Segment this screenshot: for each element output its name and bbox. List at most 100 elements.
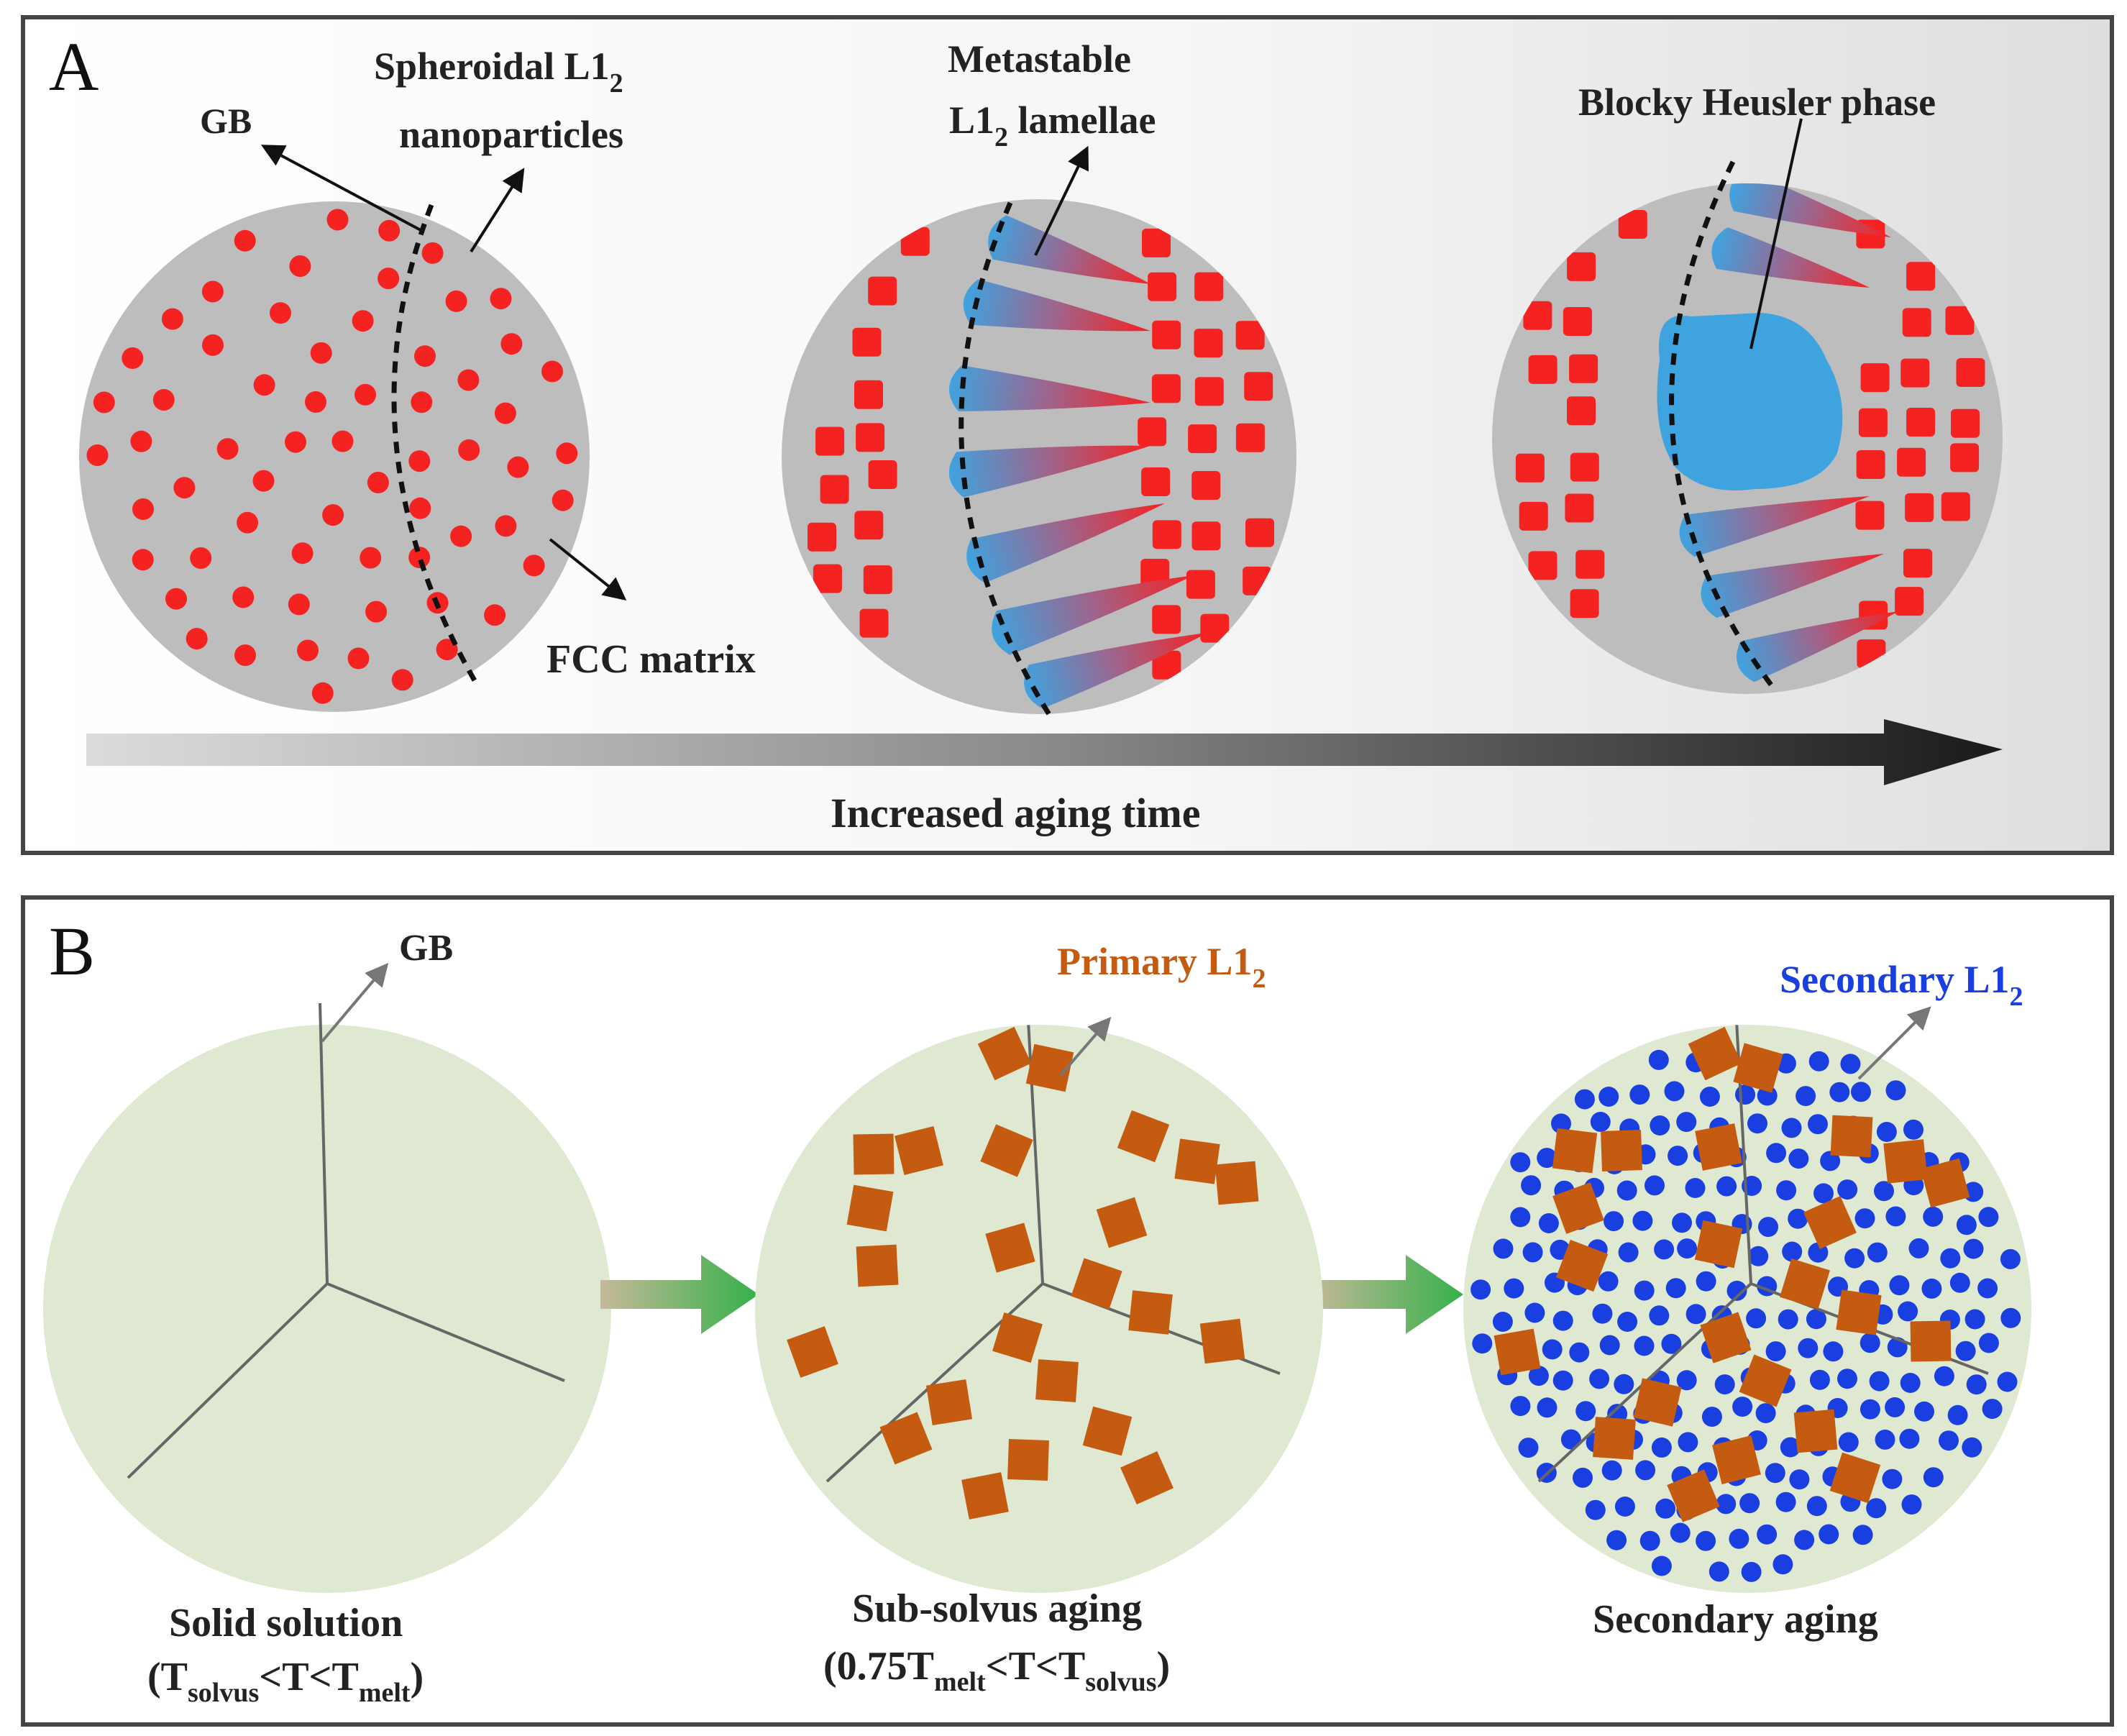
secondary-l12-particle [1903, 1119, 1924, 1140]
l12-cuboid [1194, 329, 1223, 358]
secondary-l12-particle [1651, 1437, 1672, 1458]
spheroidal-particle [552, 489, 574, 511]
secondary-l12-particle [1651, 1555, 1672, 1576]
spheroidal-particle [378, 219, 401, 242]
primary-l12-cuboid [1117, 1110, 1170, 1163]
stage2-title: Sub-solvus aging [852, 1586, 1142, 1631]
gb-label-a: GB [200, 101, 252, 141]
secondary-l12-particle [1492, 1312, 1513, 1332]
spheroidal-particle [507, 456, 529, 478]
grain-secondary-aging: Secondary L12 [1463, 958, 2031, 1593]
secondary-l12-particle [1964, 1309, 1985, 1330]
secondary-l12-particle [1923, 1467, 1944, 1488]
secondary-l12-particle [1796, 1086, 1816, 1107]
spheroidal-particle [253, 374, 275, 396]
primary-l12-cuboid [1695, 1123, 1742, 1171]
l12-cuboid [852, 327, 882, 357]
secondary-l12-particle [1773, 1554, 1793, 1575]
secondary-l12-particle [1589, 1369, 1610, 1389]
spheroidal-particle [132, 498, 154, 520]
l12-cuboid [868, 276, 897, 306]
secondary-l12-particle [1949, 1272, 1970, 1293]
secondary-l12-particle [1590, 1112, 1611, 1132]
secondary-l12-particle [1655, 1498, 1676, 1519]
l12-cuboid [1245, 518, 1274, 547]
primary-l12-cuboid [1688, 1026, 1742, 1081]
spheroidal-particle [202, 334, 224, 356]
primary-l12-cuboid [1829, 1452, 1881, 1504]
primary-l12-cuboid [1025, 1043, 1074, 1092]
secondary-leader-line [1857, 1006, 1931, 1080]
spheroidal-particle [288, 593, 310, 616]
spheroidal-particle [495, 515, 517, 537]
primary-l12-cuboid [895, 1126, 943, 1175]
secondary-l12-particle [1765, 1341, 1786, 1362]
heusler-leader-line [1749, 118, 1803, 350]
secondary-l12-particle [2000, 1248, 2021, 1269]
secondary-l12-particle [1560, 1429, 1581, 1450]
secondary-l12-particle [1808, 1051, 1829, 1072]
spheroidal-particle [408, 450, 431, 472]
l12-cuboid [1858, 408, 1888, 437]
primary-l12-cuboid [1803, 1196, 1857, 1249]
l12-cuboid [1945, 306, 1975, 335]
spheroidal-particle [354, 383, 376, 406]
secondary-l12-particle [1788, 1208, 1808, 1229]
secondary-l12-particle [1840, 1054, 1861, 1074]
process-arrow-1 [600, 1255, 759, 1334]
secondary-l12-particle [1966, 1374, 1987, 1395]
primary-l12-cuboid [961, 1472, 1009, 1520]
secondary-l12-particle [1947, 1404, 1968, 1425]
spheroidal-particle [500, 333, 523, 355]
primary-l12-particles [1494, 1026, 1970, 1522]
l12-cuboid [1523, 301, 1552, 330]
l12-cuboid [1141, 467, 1171, 496]
metastable-l12-lamellae [948, 215, 1208, 709]
spheroidal-particle [421, 242, 444, 264]
secondary-l12-particle [1709, 1561, 1729, 1582]
primary-l12-cuboid [1601, 1130, 1642, 1171]
gb-leader-line [260, 145, 421, 232]
secondary-l12-particle [1854, 1208, 1875, 1229]
secondary-l12-particle [1528, 1366, 1549, 1386]
secondary-l12-particle [1747, 1113, 1767, 1134]
secondary-l12-particle [1778, 1309, 1798, 1330]
spheroidal-particle [378, 268, 400, 290]
spheroidal-particle [347, 647, 370, 670]
primary-l12-cuboid [1712, 1435, 1761, 1484]
secondary-l12-particle [1838, 1432, 1859, 1453]
l12-cuboid [863, 565, 892, 595]
l12-cuboid [1194, 377, 1224, 406]
gb-label-b: GB [399, 928, 453, 969]
spheroidal-particle [122, 347, 144, 369]
secondary-l12-label: Secondary L12 [1780, 958, 2023, 1012]
spheroidal-particle [322, 504, 344, 526]
secondary-l12-particle [1472, 1333, 1493, 1354]
spheroidal-particle [352, 310, 374, 332]
secondary-l12-particle [1618, 1242, 1639, 1263]
secondary-l12-particle [1732, 1397, 1753, 1417]
l12-cuboid [1152, 650, 1181, 680]
grain-solid-solution: GB [43, 928, 611, 1593]
secondary-l12-particle [1685, 1178, 1706, 1198]
process-arrow-2 [1309, 1255, 1463, 1334]
l12-cuboid [1194, 272, 1224, 301]
secondary-l12-particle [1882, 1468, 1903, 1489]
secondary-l12-particle [1940, 1248, 1961, 1269]
l12-cuboid [1906, 262, 1936, 291]
l12-cuboid [1950, 443, 1980, 472]
primary-l12-cuboid [992, 1312, 1043, 1363]
spheroidal-particle [458, 439, 480, 461]
l12-cuboid [1186, 570, 1215, 599]
secondary-l12-particle [1860, 1333, 1880, 1353]
panel-a-letter: A [49, 28, 99, 105]
grain-boundary-line [391, 204, 481, 688]
l12-cuboid [1152, 520, 1181, 549]
primary-l12-cuboid [1910, 1320, 1952, 1362]
spheroidal-particle [331, 430, 354, 452]
secondary-l12-particle [1900, 1373, 1921, 1393]
lamella [966, 503, 1166, 583]
l12-cuboid [1956, 358, 1985, 387]
panel-a: A [21, 15, 2114, 855]
